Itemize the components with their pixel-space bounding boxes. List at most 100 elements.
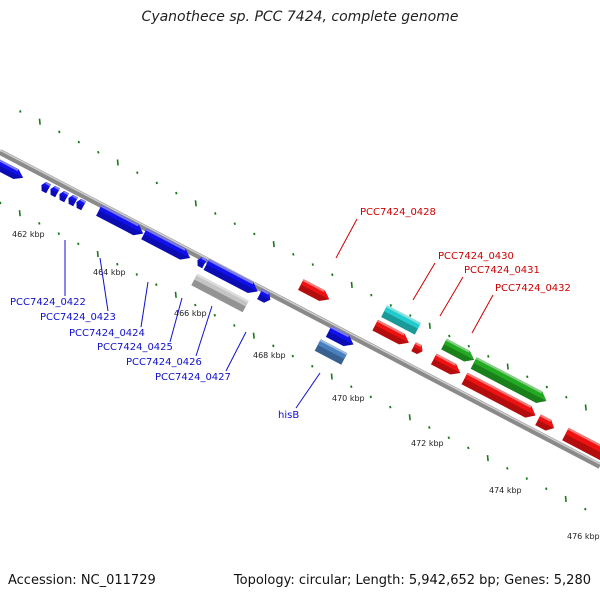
major-tick (350, 281, 353, 289)
minor-tick (447, 436, 450, 440)
gene-partial-left[interactable] (0, 157, 26, 183)
leader-line (471, 294, 494, 334)
minor-tick (77, 140, 80, 144)
kbp-label: 464 kbp (93, 268, 126, 277)
minor-tick (545, 487, 548, 491)
gene-pcc7424-0430[interactable] (381, 305, 421, 335)
gene-pcc7424-0424[interactable] (57, 190, 69, 203)
minor-tick (38, 222, 41, 225)
gene-label-pcc7424-0424[interactable]: PCC7424_0424 (69, 328, 145, 339)
minor-tick (545, 385, 548, 389)
gene-pcc7424-0428[interactable] (298, 279, 332, 304)
gene-pcc7424-0425[interactable] (66, 194, 78, 207)
minor-tick (526, 375, 529, 379)
minor-tick (311, 263, 314, 266)
gene-label-pcc7424-0427[interactable]: PCC7424_0427 (155, 372, 231, 383)
minor-tick (77, 242, 80, 246)
minor-tick (409, 314, 412, 317)
major-tick (408, 414, 411, 421)
minor-tick (213, 313, 216, 317)
gene-label-pcc7424-0432[interactable]: PCC7424_0432 (495, 283, 571, 294)
minor-tick (565, 395, 568, 399)
minor-tick (350, 385, 353, 389)
map-title: Cyanothece sp. PCC 7424, complete genome (141, 9, 459, 25)
minor-tick (311, 364, 314, 368)
minor-tick (467, 344, 470, 348)
minor-tick (331, 273, 334, 277)
gene-block-b[interactable] (141, 228, 193, 264)
kbp-label: 476 kbp (567, 532, 600, 541)
gene-pcc7424-0432[interactable] (470, 357, 550, 407)
major-tick (584, 404, 587, 411)
gene-hisb[interactable] (314, 339, 348, 365)
scale-ticks (0, 110, 587, 511)
major-tick (272, 241, 275, 248)
gene-pcc7424-0422[interactable] (39, 181, 51, 194)
minor-tick (370, 293, 373, 297)
minor-tick (369, 395, 372, 399)
genes (0, 157, 600, 469)
backbone (0, 149, 600, 469)
gene-label-pcc7424-0422[interactable]: PCC7424_0422 (10, 297, 86, 308)
gene-label-pcc7424-0431[interactable]: PCC7424_0431 (464, 265, 540, 276)
gene-block-a[interactable] (96, 205, 146, 239)
minor-tick (155, 283, 158, 286)
gene-pcc7424-0427-gray[interactable] (191, 273, 249, 313)
gene-red-pair-b[interactable] (430, 353, 463, 379)
gene-pcc7424-0423[interactable] (48, 185, 60, 198)
leader-line (335, 218, 358, 259)
minor-tick (57, 232, 60, 235)
major-tick (174, 291, 177, 298)
gene-label-pcc7424-0426[interactable]: PCC7424_0426 (126, 357, 202, 368)
major-tick (330, 373, 333, 380)
leader-line (140, 281, 149, 328)
gene-label-hisb[interactable]: hisB (278, 410, 299, 421)
minor-tick (506, 466, 509, 470)
backbone-line (0, 149, 600, 469)
gene-label-pcc7424-0423[interactable]: PCC7424_0423 (40, 312, 116, 323)
kbp-label: 468 kbp (253, 351, 286, 360)
kbp-label: 462 kbp (12, 230, 45, 239)
gene-red-edge[interactable] (562, 427, 600, 469)
minor-tick (97, 150, 100, 154)
leader-line (295, 372, 321, 409)
minor-tick (0, 201, 2, 205)
kbp-label: 466 kbp (174, 309, 207, 318)
gene-label-pcc7424-0430[interactable]: PCC7424_0430 (438, 251, 514, 262)
minor-tick (233, 324, 236, 327)
leader-line (195, 305, 213, 357)
gene-red-tiny[interactable] (411, 342, 424, 355)
minor-tick (584, 507, 587, 511)
major-tick (486, 455, 489, 462)
minor-tick (389, 304, 392, 307)
gene-red-end[interactable] (535, 414, 557, 434)
minor-tick (233, 222, 236, 226)
gene-labels: PCC7424_0422 PCC7424_0423 PCC7424_0424 P… (10, 207, 571, 421)
gene-label-pcc7424-0425[interactable]: PCC7424_0425 (97, 342, 173, 353)
gene-small-rev[interactable] (195, 256, 207, 269)
minor-tick (389, 405, 392, 409)
minor-tick (194, 303, 197, 307)
minor-tick (214, 212, 217, 215)
minor-tick (116, 262, 119, 266)
gene-red-long[interactable] (461, 372, 539, 422)
gene-red-pair-a[interactable] (372, 319, 411, 348)
gene-block-c[interactable] (203, 259, 261, 297)
gene-pcc7424-0426[interactable] (74, 198, 86, 211)
major-tick (252, 332, 255, 339)
genome-summary-text: Topology: circular; Length: 5,942,652 bp… (233, 573, 591, 588)
major-tick (18, 210, 21, 217)
minor-tick (467, 446, 470, 450)
minor-tick (291, 354, 294, 358)
kbp-label: 474 kbp (489, 486, 522, 495)
gene-label-pcc7424-0428[interactable]: PCC7424_0428 (360, 207, 436, 218)
minor-tick (155, 181, 158, 185)
major-tick (506, 363, 509, 370)
gene-small-fwd[interactable] (257, 289, 273, 304)
minor-tick (19, 110, 22, 113)
gene-blue-right[interactable] (325, 326, 356, 350)
minor-tick (272, 344, 275, 348)
leader-line (225, 331, 247, 372)
gene-pcc7424-0431[interactable] (441, 338, 477, 365)
